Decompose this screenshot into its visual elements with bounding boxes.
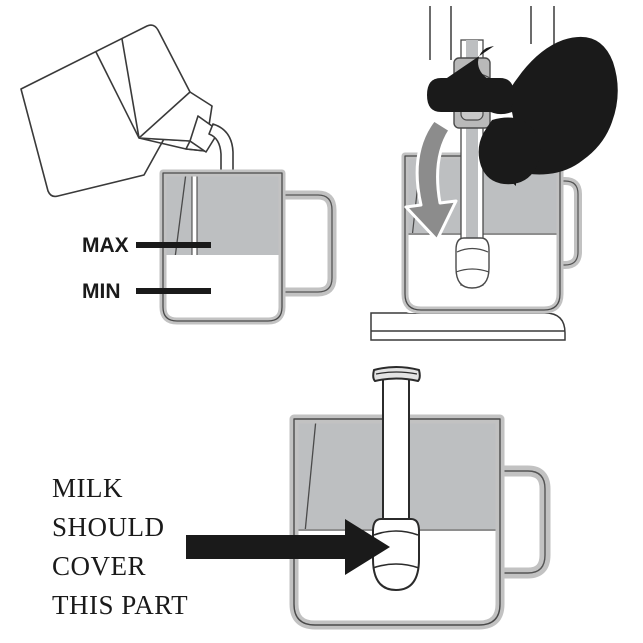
panel-cover-tip: MILK SHOULD COVER THIS PART <box>52 366 551 632</box>
index-finger <box>427 78 514 112</box>
wand-cap-3 <box>372 366 421 382</box>
carton-fold-c <box>138 137 187 150</box>
pitcher1-outline <box>162 172 283 322</box>
instruction-line-4: THIS PART <box>52 590 188 620</box>
hand-silhouette <box>427 36 618 186</box>
drip-tray <box>370 312 566 341</box>
pitcher1-spout-shadow <box>163 173 186 258</box>
wand-tip-2 <box>455 237 490 289</box>
pitcher3-spout-shadow <box>294 419 316 543</box>
curved-arrow-body <box>404 118 458 242</box>
wand-shaft-3 <box>382 377 410 534</box>
pitcher3-outline <box>293 418 501 626</box>
wand-tip-3 <box>372 518 420 592</box>
pitcher2-outline <box>404 155 561 311</box>
max-label: MAX <box>82 234 129 257</box>
wand-tip-seam-2 <box>456 247 489 253</box>
milk-carton <box>20 24 220 198</box>
panel-insert-wand <box>370 6 618 341</box>
thumb-knuckle <box>478 117 541 185</box>
instruction-line-3: COVER <box>52 551 146 581</box>
straight-arrow <box>186 519 390 575</box>
min-line <box>136 288 211 294</box>
min-label: MIN <box>82 280 121 303</box>
steam-wand-3 <box>372 366 421 592</box>
arrow-shape <box>186 519 390 575</box>
pitcher-handle-1 <box>276 190 337 297</box>
wand-tip-seam-a-3 <box>373 530 419 536</box>
carton-fold-d <box>185 148 206 152</box>
carton-fold-a <box>95 51 140 139</box>
pitcher1-stream-gap <box>192 173 197 258</box>
pitcher-handle-2 <box>532 177 582 269</box>
pitcher3-spout-edge <box>303 419 317 544</box>
drip-tray-body <box>370 312 566 341</box>
instruction-line-1: MILK <box>52 473 123 503</box>
curved-down-arrow <box>404 118 458 242</box>
max-line <box>136 242 211 248</box>
wand-tip-seam-b-3 <box>372 563 420 569</box>
hand-shape <box>432 36 618 186</box>
wand-tip-seam-b-2 <box>455 268 490 273</box>
instruction-line-2: SHOULD <box>52 512 165 542</box>
carton-fold-b <box>121 38 140 139</box>
panel-fill-pitcher: MAX MIN <box>20 24 337 325</box>
milk-pitcher-1 <box>159 169 286 325</box>
wand-cap-seam-3 <box>375 371 418 375</box>
